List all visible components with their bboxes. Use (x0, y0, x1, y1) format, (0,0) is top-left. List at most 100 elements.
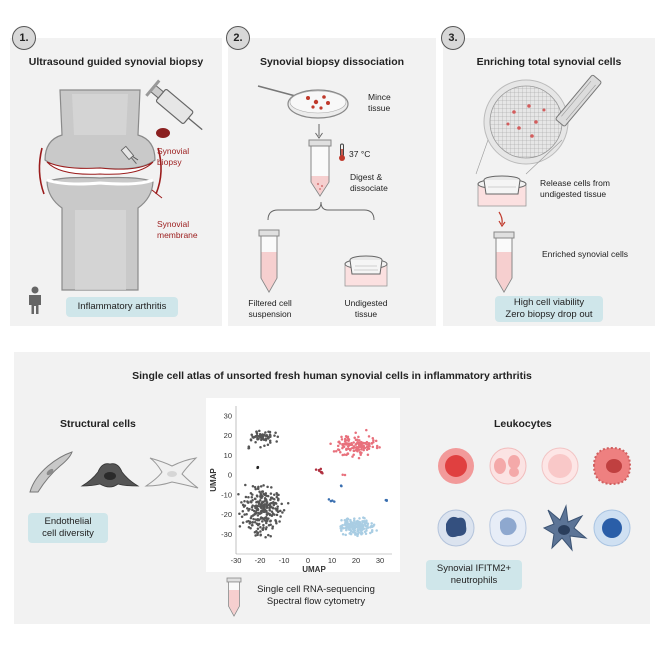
scatter-point (279, 515, 282, 518)
scatter-point (279, 509, 282, 513)
scatter-point (268, 513, 272, 517)
scatter-point (345, 526, 348, 530)
scatter-point (270, 510, 274, 513)
scatter-point (385, 499, 388, 502)
undigested-tissue-label: Undigested tissue (344, 298, 388, 319)
scatter-point (351, 528, 354, 531)
scatter-point (259, 493, 263, 496)
y-tick-label: 0 (228, 471, 232, 480)
scatter-point (278, 520, 281, 523)
scatter-point (352, 453, 355, 456)
scatter-point (329, 499, 333, 503)
scatter-point (352, 521, 356, 524)
scatter-point (358, 443, 362, 447)
enriched-tube-icon (493, 231, 515, 294)
scatter-point (352, 449, 356, 453)
scatter-point (243, 513, 246, 516)
scatter-point (369, 531, 372, 535)
scatter-point (238, 525, 242, 528)
scatter-point (340, 519, 343, 522)
scatter-point (269, 492, 273, 495)
scatter-point (261, 495, 264, 498)
scatter-point (267, 533, 270, 537)
x-axis-label: UMAP (302, 565, 326, 574)
scatter-point (251, 514, 255, 517)
scatter-point (358, 439, 361, 442)
structural-cells-title: Structural cells (60, 418, 136, 430)
scatter-point (264, 492, 268, 495)
scatter-point (258, 433, 262, 436)
scatter-point (268, 439, 272, 442)
scatter-point (347, 447, 350, 450)
scatter-point (357, 448, 361, 452)
scatter-point (263, 505, 266, 508)
scatter-point (267, 524, 271, 527)
filtered-tube-icon (258, 229, 280, 294)
scatter-point (348, 532, 351, 535)
scatter-point (342, 445, 346, 448)
scatter-point (251, 504, 254, 507)
scatter-point (265, 521, 268, 525)
y-tick-label: 10 (224, 451, 232, 460)
y-tick-label: 20 (224, 431, 232, 440)
scatter-point (361, 523, 364, 527)
methods-label: Single cell RNA-sequencing Spectral flow… (257, 584, 375, 607)
arrow-down-red-icon (498, 211, 506, 228)
panel3-title: Enriching total synovial cells (476, 56, 622, 68)
scatter-point (259, 496, 262, 499)
synovial-biopsy-label: Synovial biopsy (157, 146, 190, 167)
scatter-point (282, 509, 286, 512)
scatter-point (274, 507, 277, 510)
scatter-point (345, 435, 349, 439)
scatter-point (261, 520, 264, 523)
scatter-point (374, 439, 378, 443)
digestion-tube-icon (308, 139, 332, 197)
scatter-point (265, 518, 269, 521)
scatter-point (250, 433, 253, 436)
scatter-point (273, 498, 276, 501)
scatter-point (319, 467, 323, 471)
membrane-pointer (151, 189, 163, 199)
scatter-point (261, 501, 264, 504)
scatter-point (244, 495, 248, 499)
scatter-point (249, 500, 252, 503)
scatter-point (375, 444, 379, 448)
scatter-point (370, 522, 373, 525)
scatter-point (260, 506, 263, 509)
scatter-point (361, 521, 364, 524)
scatter-point (332, 450, 336, 453)
scatter-point (248, 522, 252, 525)
scatter-point (268, 508, 271, 512)
scatter-point (274, 518, 277, 522)
scatter-point (273, 493, 276, 496)
scatter-point (345, 453, 348, 457)
scatter-point (367, 442, 371, 445)
x-tick-label: 0 (306, 556, 310, 565)
scatter-point (360, 531, 364, 535)
leukocyte-icons (437, 446, 632, 552)
scatter-point (268, 504, 272, 507)
scatter-point (262, 523, 265, 527)
step-number-2: 2. (226, 26, 250, 50)
scatter-point (354, 443, 358, 446)
scatter-point (340, 438, 344, 441)
scatter-point (261, 490, 265, 493)
scatter-point (256, 527, 260, 530)
inflammatory-arthritis-badge: Inflammatory arthritis (66, 297, 178, 317)
scatter-point (267, 430, 270, 433)
scatter-point (337, 440, 340, 444)
scatter-point (254, 487, 257, 491)
scatter-point (347, 443, 350, 447)
arrow-down-icon (315, 124, 323, 139)
cell-strainer-icon (344, 255, 388, 287)
x-tick-label: -30 (231, 556, 242, 565)
scatter-point (363, 530, 367, 533)
scatter-point (275, 440, 278, 443)
scatter-point (340, 435, 343, 439)
scatter-point (256, 487, 260, 491)
scatter-point (367, 435, 371, 438)
scatter-point (314, 468, 318, 471)
scatter-point (334, 449, 338, 453)
scatter-point (356, 530, 359, 533)
scatter-point (343, 473, 347, 477)
